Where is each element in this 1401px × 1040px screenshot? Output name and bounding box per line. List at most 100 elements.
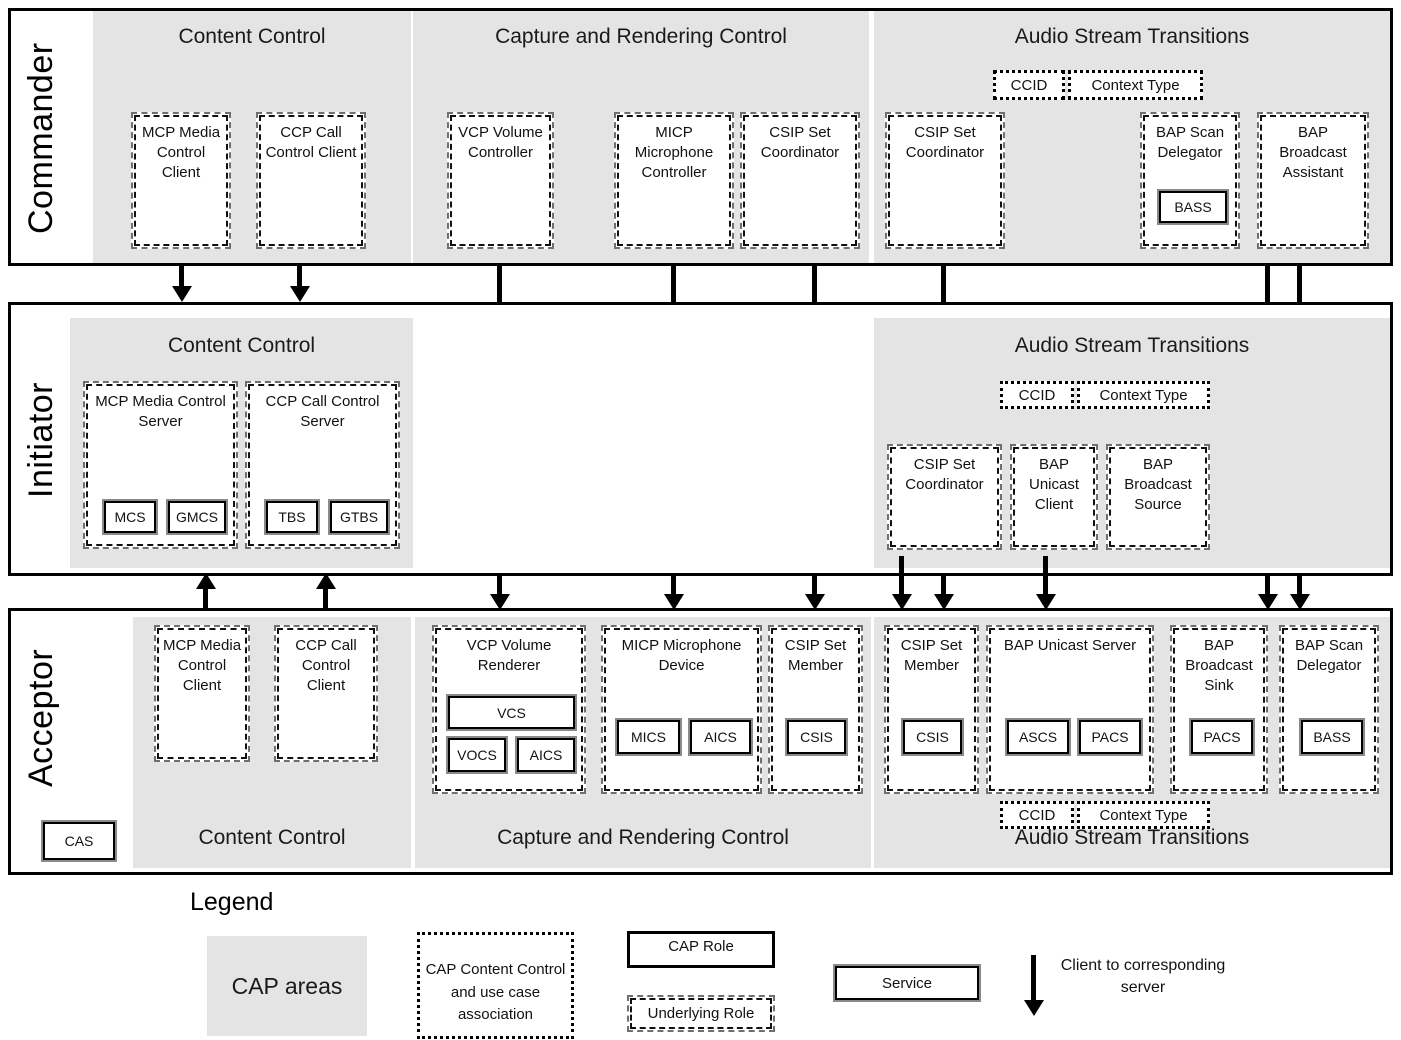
connector-shaft <box>1297 576 1302 598</box>
connector-shaft <box>497 576 502 598</box>
service-bass-commander[interactable]: BASS <box>1157 189 1229 225</box>
service-pacs-acceptor-broadcast[interactable]: PACS <box>1189 718 1255 756</box>
service-label: PACS <box>1191 720 1253 754</box>
service-vcs-acceptor[interactable]: VCS <box>446 694 577 731</box>
service-label: GMCS <box>168 501 226 533</box>
initiator-content-control-title: Content Control <box>167 334 316 357</box>
role-label: VCP Volume Controller <box>458 124 543 162</box>
role-label: BAP Unicast Client <box>1028 456 1080 514</box>
acceptor-content-control-title: Content Control <box>198 826 346 849</box>
assoc-context-type-initiator[interactable]: Context Type <box>1077 381 1210 409</box>
connector-shaft <box>941 576 946 598</box>
role-label: MCP Media Control Server <box>95 393 226 431</box>
service-aics-acceptor-vcp[interactable]: AICS <box>515 736 577 774</box>
connector-shaft <box>899 576 904 598</box>
role-csip-set-coordinator-initiator[interactable]: CSIP Set Coordinator <box>887 444 1002 550</box>
service-pacs-acceptor-unicast[interactable]: PACS <box>1077 718 1143 756</box>
legend-cap-association: CAP Content Control and use case associa… <box>417 932 574 1039</box>
role-csip-set-coordinator-commander-capture[interactable]: CSIP Set Coordinator <box>740 112 860 249</box>
service-label: AICS <box>517 738 575 772</box>
role-ccp-call-control-client-acceptor[interactable]: CCP Call Control Client <box>274 625 378 762</box>
role-label: CSIP Set Coordinator <box>905 124 985 162</box>
legend-cap-role: CAP Role <box>627 931 775 968</box>
role-label: CCP Call Control Client <box>265 124 357 162</box>
connector-shaft <box>179 263 184 289</box>
connector-shaft <box>297 263 302 289</box>
role-label: CSIP Set Coordinator <box>760 124 840 162</box>
connector-passthrough <box>1043 556 1048 580</box>
service-ascs-acceptor[interactable]: ASCS <box>1005 718 1071 756</box>
connector-passthrough <box>1265 263 1270 305</box>
connector-arrowhead <box>490 594 510 610</box>
assoc-context-type-commander[interactable]: Context Type <box>1068 70 1203 100</box>
legend-arrow-head-icon <box>1024 1000 1044 1016</box>
role-vcp-volume-renderer-acceptor[interactable]: VCP Volume Renderer VCS VOCS AICS <box>432 625 586 794</box>
service-label: CAS <box>43 822 115 860</box>
connector-passthrough <box>497 263 502 305</box>
service-gtbs-initiator[interactable]: GTBS <box>328 499 390 535</box>
connector-arrowhead <box>316 573 336 589</box>
connector-shaft <box>671 576 676 598</box>
role-mcp-media-control-client-acceptor[interactable]: MCP Media Control Client <box>154 625 250 762</box>
legend-service-label: Service <box>835 966 979 1000</box>
service-tbs-initiator[interactable]: TBS <box>264 499 320 535</box>
role-label: CCP Call Control Server <box>265 393 380 431</box>
connector-shaft <box>1265 576 1270 598</box>
legend-arrow-note: Client to corresponding server <box>1060 957 1226 997</box>
legend-underlying-role: Underlying Role <box>627 995 775 1032</box>
service-vocs-acceptor[interactable]: VOCS <box>446 736 508 774</box>
role-label: CCP Call Control Client <box>295 637 357 695</box>
service-gmcs-initiator[interactable]: GMCS <box>166 499 228 535</box>
commander-row-label: Commander <box>22 42 60 234</box>
service-csis-acceptor-audio[interactable]: CSIS <box>901 718 964 756</box>
service-label: MCS <box>104 501 156 533</box>
legend-cap-areas: CAP areas <box>207 936 367 1036</box>
role-mcp-media-control-client-commander[interactable]: MCP Media Control Client <box>131 112 231 249</box>
role-bap-scan-delegator-acceptor[interactable]: BAP Scan Delegator BASS <box>1279 625 1379 794</box>
role-bap-unicast-server-acceptor[interactable]: BAP Unicast Server ASCS PACS <box>986 625 1154 794</box>
connector-arrowhead <box>172 286 192 302</box>
role-ccp-call-control-server-initiator[interactable]: CCP Call Control Server TBS GTBS <box>245 381 400 549</box>
role-bap-unicast-client-initiator[interactable]: BAP Unicast Client <box>1010 444 1098 550</box>
assoc-ccid-commander[interactable]: CCID <box>993 70 1065 100</box>
role-csip-set-member-acceptor-audio[interactable]: CSIP Set Member CSIS <box>884 625 979 794</box>
role-bap-broadcast-source-initiator[interactable]: BAP Broadcast Source <box>1106 444 1210 550</box>
service-cas-acceptor[interactable]: CAS <box>41 820 117 862</box>
role-micp-microphone-controller-commander[interactable]: MICP Microphone Controller <box>614 112 734 249</box>
assoc-ccid-initiator[interactable]: CCID <box>1000 381 1074 409</box>
role-csip-set-member-acceptor-capture[interactable]: CSIP Set Member CSIS <box>768 625 863 794</box>
service-label: AICS <box>690 720 751 754</box>
service-csis-acceptor-capture[interactable]: CSIS <box>785 718 848 756</box>
role-bap-scan-delegator-commander[interactable]: BAP Scan Delegator BASS <box>1140 112 1240 249</box>
assoc-context-type-acceptor[interactable]: Context Type <box>1077 801 1210 829</box>
assoc-ccid-acceptor[interactable]: CCID <box>1000 801 1074 829</box>
connector-passthrough <box>671 263 676 305</box>
role-label: BAP Scan Delegator <box>1155 124 1225 162</box>
acceptor-audio-stream-title: Audio Stream Transitions <box>1014 826 1250 849</box>
service-mics-acceptor[interactable]: MICS <box>615 718 682 756</box>
connector-passthrough <box>941 263 946 305</box>
service-bass-acceptor[interactable]: BASS <box>1299 718 1365 756</box>
service-mcs-initiator[interactable]: MCS <box>102 499 158 535</box>
service-aics-acceptor-micp[interactable]: AICS <box>688 718 753 756</box>
role-micp-microphone-device-acceptor[interactable]: MICP Microphone Device MICS AICS <box>601 625 762 794</box>
service-label: TBS <box>266 501 318 533</box>
service-label: MICS <box>617 720 680 754</box>
role-bap-broadcast-assistant-commander[interactable]: BAP Broadcast Assistant <box>1257 112 1369 249</box>
role-csip-set-coordinator-commander-audio[interactable]: CSIP Set Coordinator <box>885 112 1005 249</box>
role-vcp-volume-controller-commander[interactable]: VCP Volume Controller <box>447 112 554 249</box>
service-label: VCS <box>448 696 575 729</box>
service-label: CSIS <box>787 720 846 754</box>
role-label: VCP Volume Renderer <box>466 637 552 675</box>
role-bap-broadcast-sink-acceptor[interactable]: BAP Broadcast Sink PACS <box>1170 625 1268 794</box>
role-label: MCP Media Control Client <box>141 124 221 182</box>
role-ccp-call-control-client-commander[interactable]: CCP Call Control Client <box>256 112 366 249</box>
service-label: ASCS <box>1007 720 1069 754</box>
connector-arrowhead <box>1290 594 1310 610</box>
role-mcp-media-control-server-initiator[interactable]: MCP Media Control Server MCS GMCS <box>83 381 238 549</box>
connector-passthrough <box>1297 263 1302 305</box>
role-label: BAP Broadcast Source <box>1124 456 1192 514</box>
connector-passthrough <box>899 556 904 580</box>
role-label: MICP Microphone Device <box>621 637 742 675</box>
connector-shaft <box>203 586 208 608</box>
